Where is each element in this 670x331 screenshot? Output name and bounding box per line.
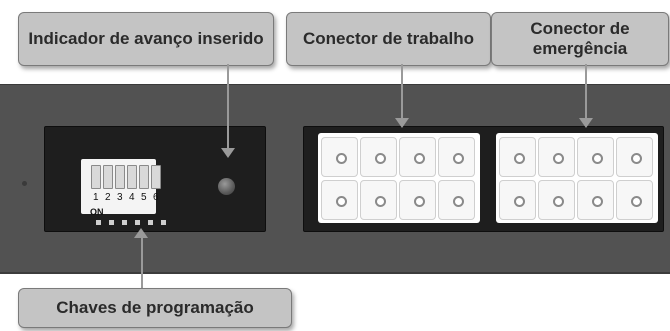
callout-indicator-label: Indicador de avanço inserido	[28, 29, 264, 48]
callout-work-connector-label: Conector de trabalho	[303, 29, 474, 48]
dip-switch-6[interactable]	[151, 165, 161, 189]
terminal-pin-icon	[577, 180, 614, 220]
dip-number-4: 4	[129, 192, 135, 203]
terminal-pin-icon	[538, 180, 575, 220]
terminal-pin-icon	[538, 137, 575, 177]
emergency-connector-pointer-line	[585, 64, 587, 120]
led-indicator-icon	[218, 178, 235, 195]
terminal-pin-icon	[360, 137, 397, 177]
dip-switch-5[interactable]	[139, 165, 149, 189]
terminal-pin-icon	[399, 137, 436, 177]
emergency-connector-pointer-arrow-icon	[579, 118, 593, 128]
dip-pin	[96, 220, 101, 225]
dip-switch-2[interactable]	[103, 165, 113, 189]
work-connector-pointer-arrow-icon	[395, 118, 409, 128]
terminal-pin-icon	[499, 180, 536, 220]
terminal-pin-icon	[616, 137, 653, 177]
dip-number-1: 1	[93, 192, 99, 203]
callout-emergency-connector: Conector de emergência	[491, 12, 669, 66]
terminal-pin-icon	[438, 180, 475, 220]
work-connector-pointer-line	[401, 64, 403, 120]
dip-pin	[148, 220, 153, 225]
dip-on-label: ON	[90, 207, 104, 217]
callout-emergency-connector-label: Conector de emergência	[530, 19, 630, 58]
terminal-pin-icon	[438, 137, 475, 177]
callout-indicator: Indicador de avanço inserido	[18, 12, 274, 66]
dip-pin	[135, 220, 140, 225]
dip-number-2: 2	[105, 192, 111, 203]
terminal-pin-icon	[321, 180, 358, 220]
panel-screw-icon	[22, 181, 27, 186]
callout-work-connector: Conector de trabalho	[286, 12, 491, 66]
dip-pin	[122, 220, 127, 225]
dip-switch-1[interactable]	[91, 165, 101, 189]
dip-number-5: 5	[141, 192, 147, 203]
dip-pin	[161, 220, 166, 225]
terminal-pin-icon	[616, 180, 653, 220]
callout-dip-switches-label: Chaves de programação	[56, 298, 254, 317]
terminal-pin-icon	[321, 137, 358, 177]
terminal-pin-icon	[399, 180, 436, 220]
dip-pin	[109, 220, 114, 225]
terminal-pin-icon	[577, 137, 614, 177]
terminal-pin-icon	[360, 180, 397, 220]
dip-switch-3[interactable]	[115, 165, 125, 189]
dip-switch-pointer-arrow-icon	[134, 228, 148, 238]
indicator-pointer-arrow-icon	[221, 148, 235, 158]
dip-number-6: 6	[153, 192, 159, 203]
dip-switch-pointer-line	[141, 236, 143, 288]
dip-switch-4[interactable]	[127, 165, 137, 189]
indicator-pointer-line	[227, 64, 229, 150]
callout-dip-switches: Chaves de programação	[18, 288, 292, 328]
dip-number-3: 3	[117, 192, 123, 203]
terminal-pin-icon	[499, 137, 536, 177]
